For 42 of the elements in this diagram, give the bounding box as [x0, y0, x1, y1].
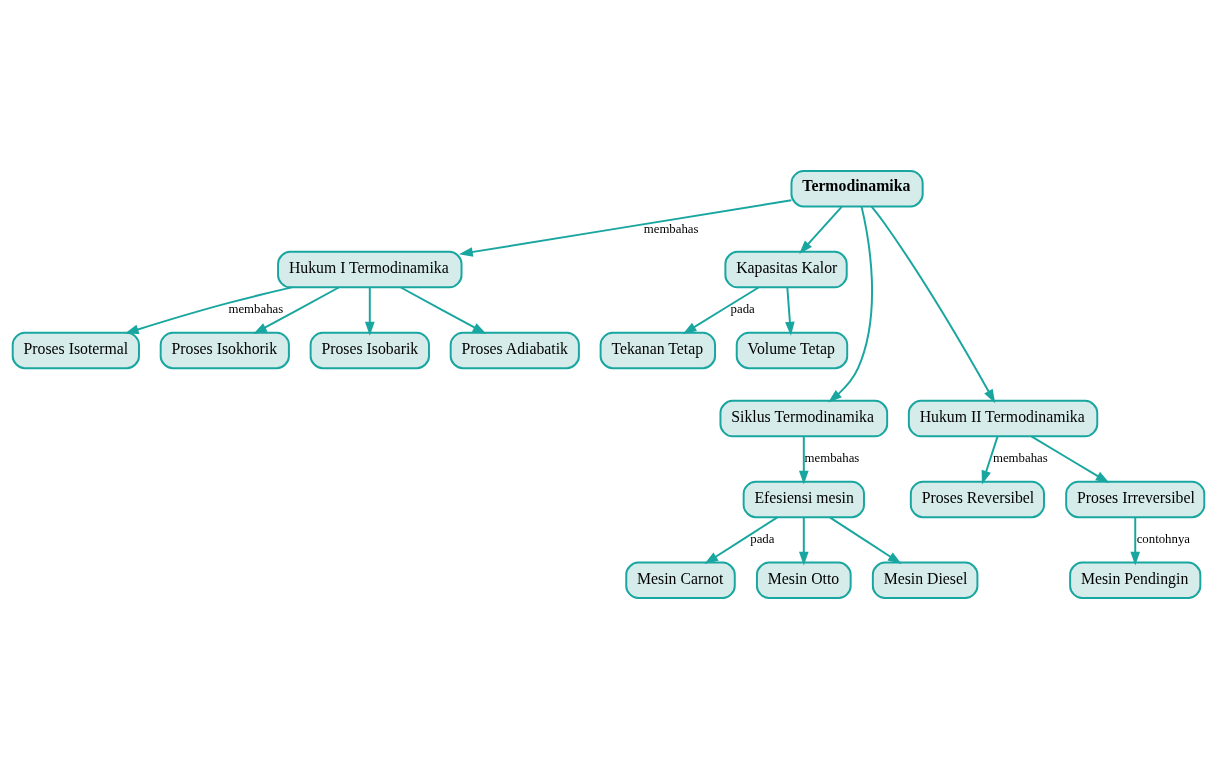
- arrow: [870, 205, 996, 404]
- arrow: [785, 286, 795, 336]
- node-box: Proses Adiabatik: [449, 331, 580, 370]
- arrow: [253, 286, 340, 334]
- arrow: [458, 199, 793, 257]
- node-box: Kapasitas Kalor: [724, 250, 848, 289]
- arrow: [1130, 516, 1141, 566]
- arrow: [828, 516, 902, 565]
- edge-label: pada: [750, 532, 775, 547]
- node-box: Tekanan Tetap: [599, 331, 716, 370]
- node-box: Mesin Pendingin: [1069, 561, 1202, 600]
- node-box: Volume Tetap: [735, 331, 849, 370]
- node-box: Hukum I Termodinamika: [277, 250, 463, 289]
- arrow: [798, 516, 809, 566]
- node-box: Proses Irreversibel: [1065, 480, 1206, 519]
- node-box: Proses Isotermal: [11, 331, 140, 370]
- arrow: [981, 435, 999, 485]
- arrow: [364, 286, 375, 336]
- arrow: [682, 286, 760, 335]
- arrow: [828, 205, 874, 403]
- node-box: Mesin Diesel: [871, 561, 979, 600]
- edge-label: membahas: [804, 451, 860, 466]
- edge-label: membahas: [643, 221, 699, 236]
- edge-label: membahas: [228, 302, 284, 317]
- node-box: Mesin Otto: [755, 561, 852, 600]
- edge-label: pada: [730, 302, 755, 317]
- node-box: Proses Isokhorik: [159, 331, 290, 370]
- arrow: [704, 516, 779, 565]
- arrow: [124, 286, 293, 335]
- node-box: Siklus Termodinamika: [719, 399, 889, 438]
- edge-label: contohnya: [1136, 532, 1191, 547]
- node-box: Mesin Carnot: [625, 561, 736, 600]
- arrow: [1030, 435, 1110, 484]
- arrow: [799, 205, 843, 254]
- node-box: Proses Isobarik: [309, 331, 430, 370]
- node-box: Efesiensi mesin: [742, 480, 865, 519]
- node-box: Termodinamika: [790, 169, 924, 208]
- node-box: Proses Reversibel: [909, 480, 1045, 519]
- edge-label: membahas: [992, 451, 1048, 466]
- arrow: [399, 286, 487, 334]
- arrow: [798, 435, 809, 485]
- node-box: Hukum II Termodinamika: [907, 399, 1099, 438]
